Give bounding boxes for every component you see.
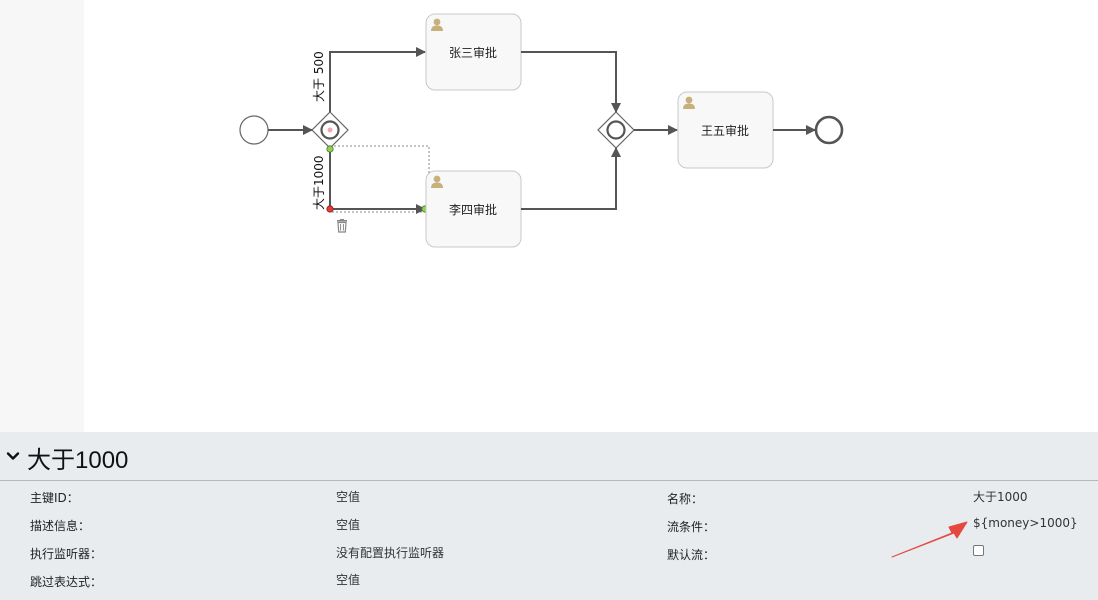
trash-icon[interactable] [337,219,347,233]
start-event[interactable] [239,115,269,145]
flow-gt-1000[interactable] [329,149,426,214]
user-task-lisi[interactable]: 李四审批 [425,170,522,248]
left-panel-strip [0,0,84,432]
prop-value-execution-listeners[interactable]: 没有配置执行监听器 [336,546,445,560]
process-canvas[interactable]: 大于 500 大于1000 张三审批 李四审批 [84,0,1098,432]
task-label: 王五审批 [701,123,749,138]
prop-label-execution-listeners: 执行监听器： [30,547,103,561]
prop-value-flow-condition[interactable]: ${money>1000} [973,516,1078,530]
task-label: 李四审批 [449,202,497,217]
task-label: 张三审批 [449,45,497,60]
end-event[interactable] [814,115,844,145]
selection-box [329,145,430,213]
flow-gt-500[interactable] [329,47,426,112]
flow-label-gt-1000: 大于1000 [312,155,326,210]
gateway-center-marker [327,127,333,133]
flow-zhangsan-to-join[interactable] [521,51,621,113]
default-flow-checkbox[interactable] [973,545,984,556]
user-task-zhangsan[interactable]: 张三审批 [425,13,522,91]
properties-title: 大于1000 [27,447,129,474]
properties-panel: 大于1000 [0,432,1098,600]
flow-handle-start[interactable] [326,145,334,153]
user-task-wangwu[interactable]: 王五审批 [677,91,774,169]
prop-value-id[interactable]: 空值 [336,490,361,504]
properties-header[interactable]: 大于1000 [0,432,1098,481]
flow-label-gt-500: 大于 500 [312,51,326,102]
prop-label-description: 描述信息： [30,519,91,533]
prop-label-name: 名称： [667,492,704,506]
flow-handle-bend[interactable] [326,205,334,213]
inclusive-gateway-join[interactable] [597,111,635,149]
prop-label-default-flow: 默认流： [667,548,716,562]
prop-label-skip-expression: 跳过表达式： [30,575,103,589]
prop-value-name[interactable]: 大于1000 [973,490,1028,504]
prop-label-id: 主键ID： [30,491,79,505]
chevron-down-icon[interactable] [6,449,20,463]
prop-value-skip-expression[interactable]: 空值 [336,573,361,587]
prop-label-flow-condition: 流条件： [667,520,716,534]
inclusive-gateway-split[interactable] [311,111,349,149]
prop-value-description[interactable]: 空值 [336,518,361,532]
flow-lisi-to-join[interactable] [521,147,621,210]
